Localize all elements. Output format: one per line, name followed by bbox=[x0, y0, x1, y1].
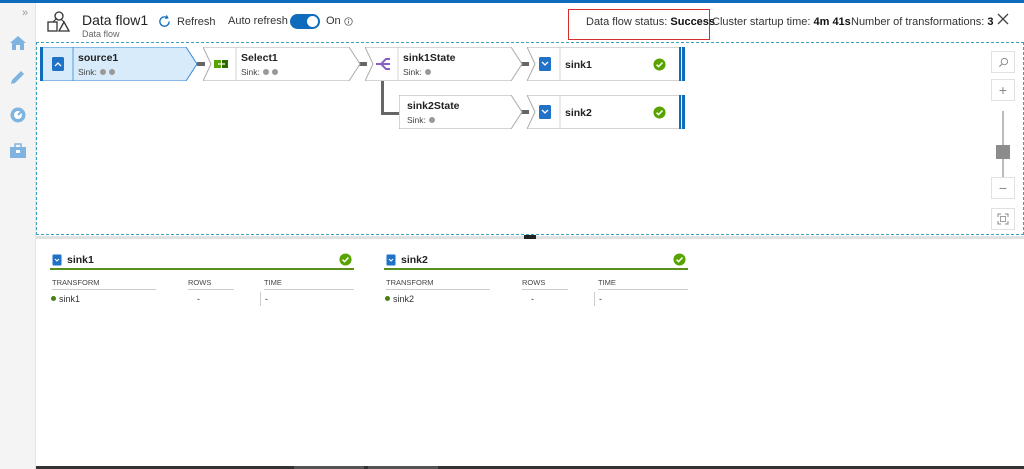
expand-nav-icon[interactable]: » bbox=[22, 7, 29, 19]
auto-refresh-state: On bbox=[326, 15, 353, 27]
bottom-status-strip bbox=[36, 466, 1024, 469]
refresh-icon bbox=[159, 15, 170, 27]
node-name: sink1State bbox=[403, 52, 456, 64]
node-name: sink1 bbox=[565, 59, 592, 71]
refresh-button[interactable]: Refresh bbox=[158, 15, 216, 28]
sink-icon bbox=[52, 254, 62, 266]
dataflow-header: Data flow1 Data flow Refresh Auto refres… bbox=[36, 3, 1024, 41]
splitter-grip[interactable] bbox=[524, 235, 536, 239]
connector bbox=[381, 79, 384, 115]
search-icon[interactable] bbox=[991, 51, 1015, 73]
column-rows[interactable]: ROWS bbox=[522, 278, 568, 290]
node-name: source1 bbox=[78, 52, 119, 64]
sink-icon bbox=[386, 254, 396, 266]
transform-count-value: 3 bbox=[987, 16, 994, 28]
dataflow-canvas[interactable]: source1 Sink: Select1 Sink: sink1Stat bbox=[36, 42, 1024, 235]
auto-refresh-toggle[interactable] bbox=[290, 14, 320, 29]
node-sink-status: Sink: bbox=[403, 67, 431, 77]
node-name: sink2State bbox=[407, 100, 460, 112]
node-name: sink2 bbox=[565, 107, 592, 119]
zoom-out-icon[interactable]: − bbox=[991, 177, 1015, 199]
connector bbox=[197, 62, 205, 66]
pane-splitter[interactable] bbox=[36, 235, 1024, 239]
node-sink-status: Sink: bbox=[241, 67, 278, 77]
monitor-icon[interactable] bbox=[8, 105, 28, 125]
column-time[interactable]: TIME bbox=[598, 278, 688, 290]
zoom-in-icon[interactable]: + bbox=[991, 79, 1015, 101]
row-time: - bbox=[265, 294, 268, 304]
close-icon[interactable] bbox=[996, 12, 1010, 26]
panel-header: sink2 bbox=[384, 252, 688, 270]
node-name: Select1 bbox=[241, 52, 278, 64]
page-subtitle: Data flow bbox=[82, 29, 120, 39]
toolbox-icon[interactable] bbox=[8, 141, 28, 161]
row-transform: sink2 bbox=[385, 294, 414, 304]
node-source1[interactable]: source1 Sink: bbox=[40, 47, 198, 81]
status-value: Success bbox=[670, 16, 716, 28]
node-sink2[interactable]: sink2 bbox=[527, 95, 685, 129]
connector bbox=[521, 110, 529, 114]
success-check-icon bbox=[653, 106, 666, 119]
row-rows: - bbox=[197, 294, 200, 304]
status-highlight-box bbox=[568, 9, 710, 40]
row-transform: sink1 bbox=[51, 294, 80, 304]
connector bbox=[521, 62, 529, 66]
refresh-label: Refresh bbox=[177, 15, 216, 28]
home-icon[interactable] bbox=[8, 33, 28, 53]
panel-title: sink2 bbox=[401, 254, 428, 266]
select-transform-icon bbox=[214, 60, 228, 68]
node-select1[interactable]: Select1 Sink: bbox=[203, 47, 361, 81]
column-rows[interactable]: ROWS bbox=[188, 278, 234, 290]
panel-header: sink1 bbox=[50, 252, 354, 270]
transformation-count: Number of transformations: 3 bbox=[851, 16, 993, 28]
page-title: Data flow1 bbox=[82, 12, 149, 28]
row-rows: - bbox=[531, 294, 534, 304]
node-sink-status: Sink: bbox=[78, 67, 115, 77]
sink-icon bbox=[539, 57, 551, 71]
top-accent-line bbox=[0, 0, 1024, 3]
transform-count-label: Number of transformations: bbox=[851, 16, 985, 28]
auto-refresh-label: Auto refresh bbox=[228, 15, 288, 27]
node-sink1[interactable]: sink1 bbox=[527, 47, 685, 81]
zoom-slider-handle[interactable] bbox=[996, 145, 1010, 159]
column-transform[interactable]: TRANSFORM bbox=[52, 278, 156, 290]
row-time: - bbox=[599, 294, 602, 304]
dataflow-status: Data flow status: Success bbox=[586, 16, 715, 28]
panel-title: sink1 bbox=[67, 254, 94, 266]
fit-to-screen-icon[interactable] bbox=[991, 208, 1015, 230]
pencil-icon[interactable] bbox=[8, 67, 28, 87]
column-transform[interactable]: TRANSFORM bbox=[386, 278, 490, 290]
node-sink-status: Sink: bbox=[407, 115, 435, 125]
node-sink1state[interactable]: sink1State Sink: bbox=[365, 47, 523, 81]
info-icon[interactable] bbox=[344, 16, 353, 26]
column-time[interactable]: TIME bbox=[264, 278, 354, 290]
startup-value: 4m 41s bbox=[813, 16, 851, 28]
node-sink2state[interactable]: sink2State Sink: bbox=[399, 95, 523, 129]
cluster-startup-time: Cluster startup time: 4m 41s bbox=[712, 16, 851, 28]
connector bbox=[381, 112, 401, 115]
dataflow-icon bbox=[47, 11, 71, 32]
startup-label: Cluster startup time: bbox=[712, 16, 811, 28]
success-check-icon bbox=[339, 253, 352, 266]
success-check-icon bbox=[673, 253, 686, 266]
left-nav: » bbox=[0, 3, 36, 469]
sink-icon bbox=[539, 105, 551, 119]
conditional-split-icon bbox=[376, 58, 390, 70]
source-icon bbox=[52, 57, 64, 71]
success-check-icon bbox=[653, 58, 666, 71]
connector bbox=[359, 62, 367, 66]
toggle-state-text: On bbox=[326, 15, 341, 27]
status-label: Data flow status: bbox=[586, 16, 668, 28]
